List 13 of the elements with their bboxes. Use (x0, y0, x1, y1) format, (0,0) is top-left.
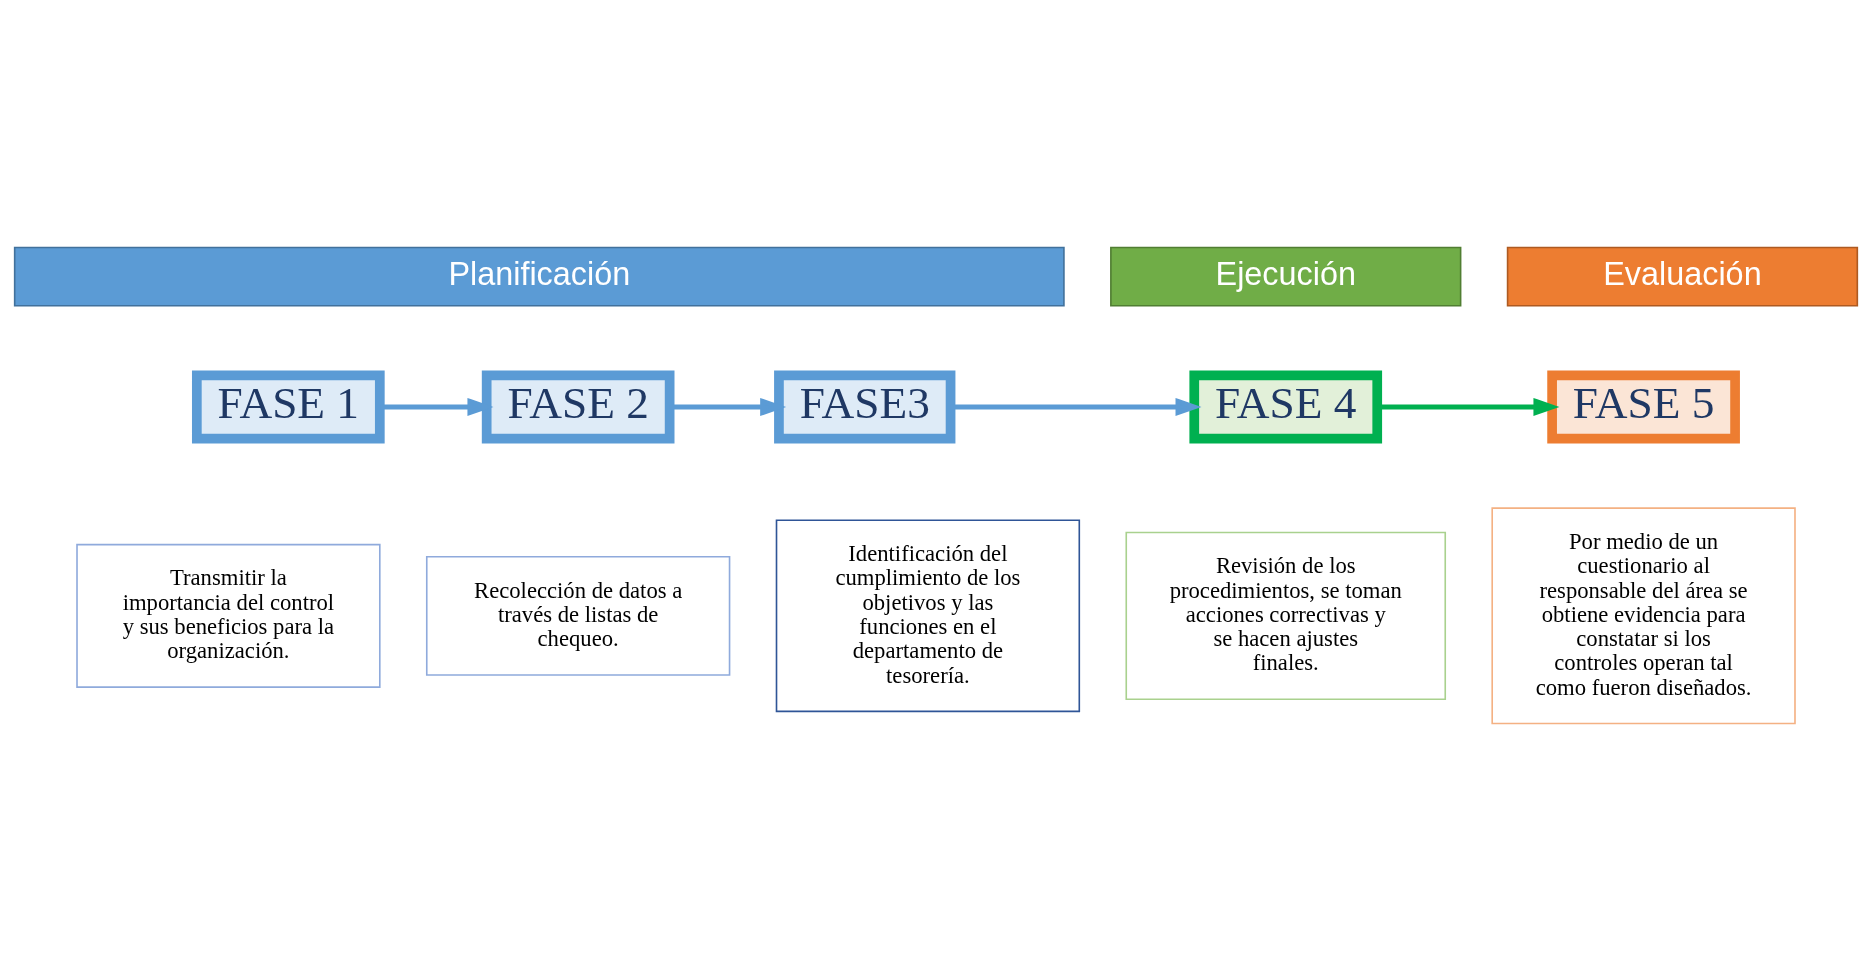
node-box: FASE 2 (481, 370, 675, 443)
node-box: FASE 4 (1189, 370, 1383, 443)
node-box: Planificación (13, 246, 1065, 307)
node-box: Evaluación (1506, 246, 1859, 307)
node-box: FASE 1 (191, 370, 385, 443)
node-box: FASE3 (774, 370, 956, 443)
node-box: Identificación del cumplimiento de los objetivos y las funciones en el departamento de tesorería. (775, 519, 1081, 712)
node-box: Revisión de los procedimientos, se toman acciones correctivas y se hacen ajustes finales. (1125, 531, 1447, 700)
node-box: FASE 5 (1547, 370, 1740, 443)
node-box: Ejecución (1110, 246, 1462, 307)
node-box: Recolección de datos a través de listas de chequeo. (425, 555, 731, 676)
node-box: Por medio de un cuestionario al responsable del área se obtiene evidencia para constatar si los controles operan tal como fueron diseñados. (1491, 506, 1796, 724)
node-box: Transmitir la importancia del control y sus beneficios para la organización. (76, 543, 381, 688)
